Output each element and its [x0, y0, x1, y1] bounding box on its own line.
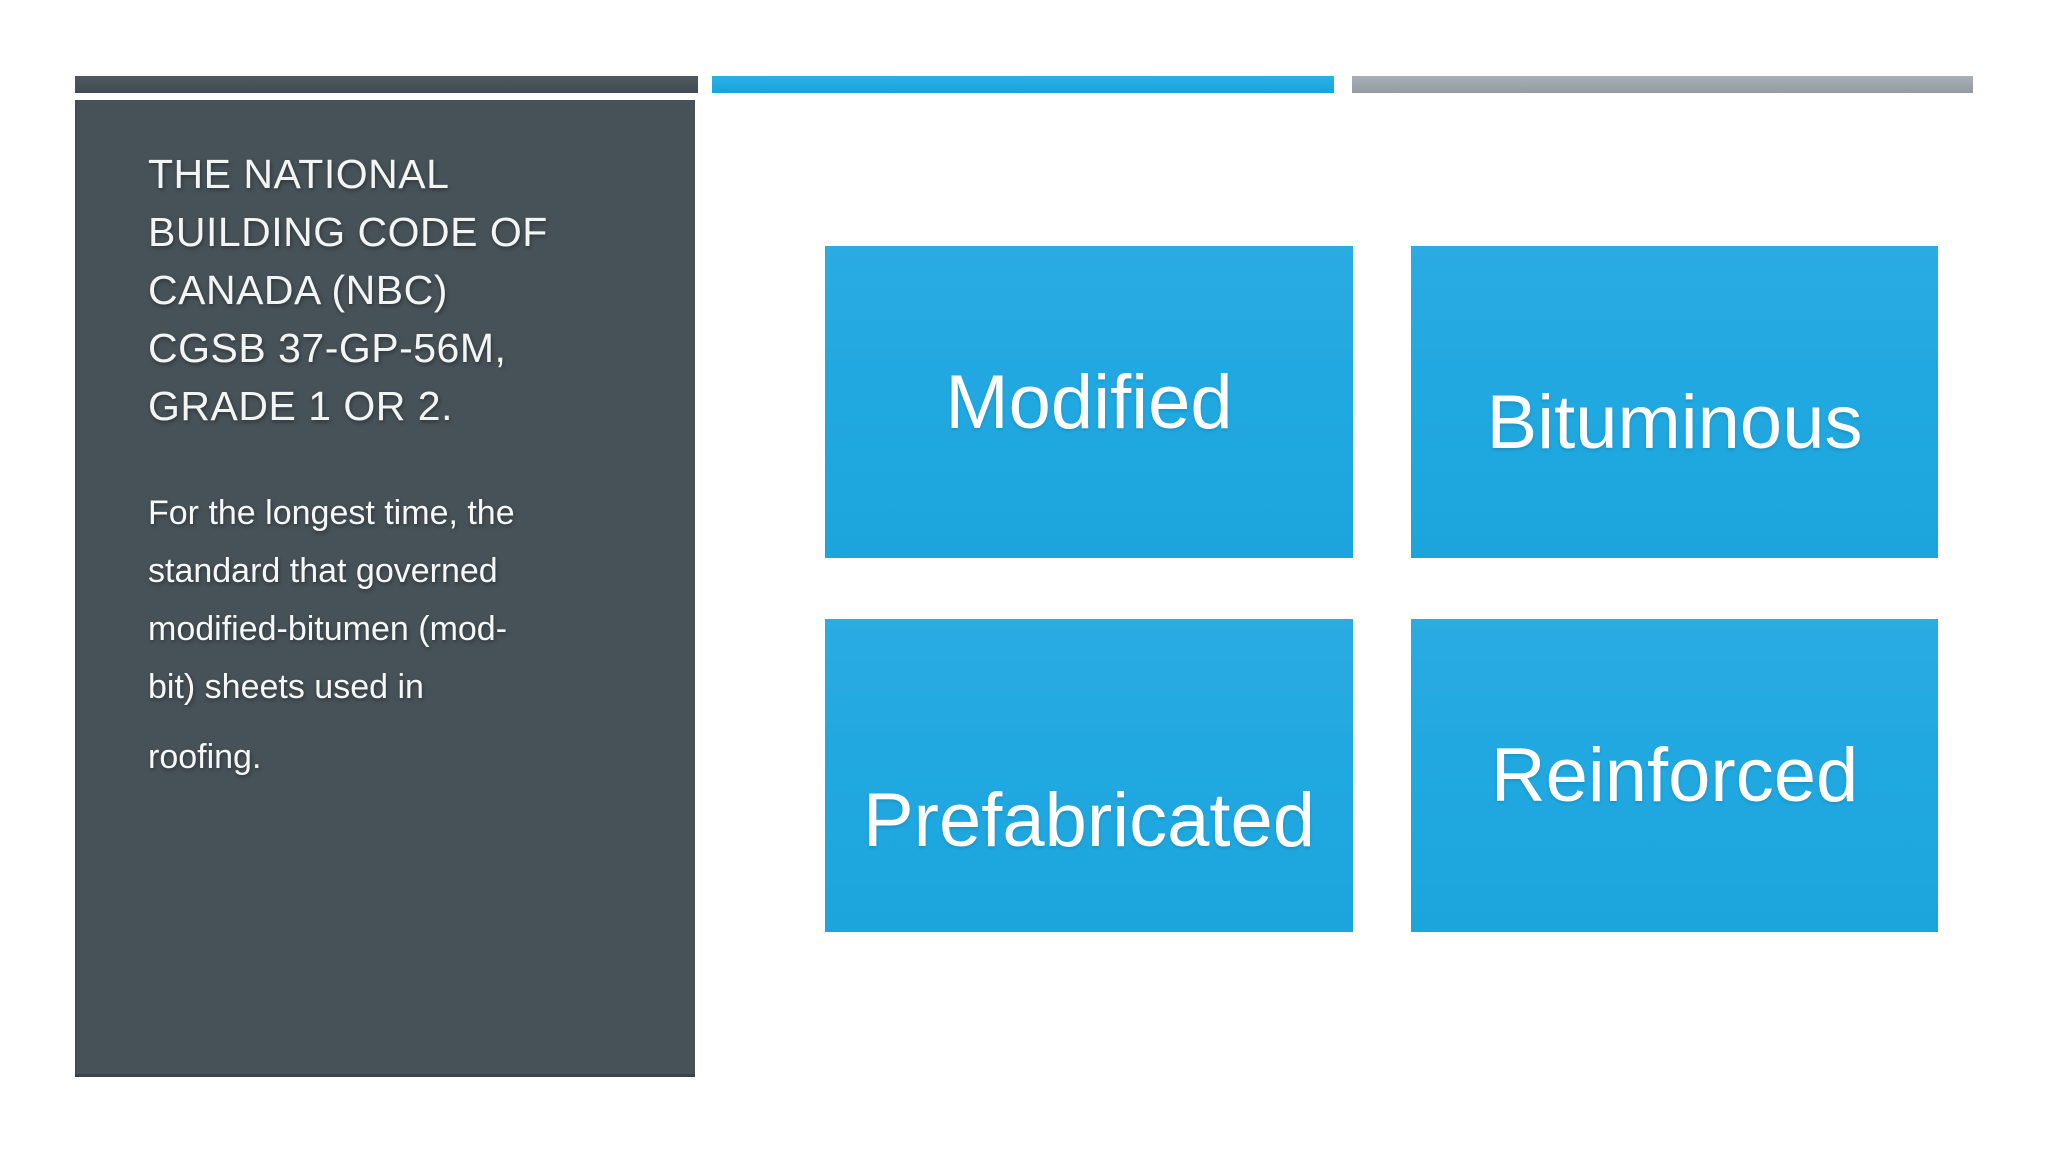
title-line: GRADE 1 OR 2. [148, 383, 453, 429]
body-line: standard that governed [148, 552, 498, 590]
slide-body-text: For the longest time, the standard that … [148, 484, 640, 786]
tile-modified-label: Modified [945, 359, 1233, 445]
body-line: For the longest time, the [148, 494, 515, 532]
accent-bar-blue [712, 76, 1334, 93]
tile-bituminous-label: Bituminous [1486, 379, 1863, 465]
title-line: CANADA (NBC) [148, 267, 448, 313]
title-line: BUILDING CODE OF [148, 209, 548, 255]
title-line: THE NATIONAL [148, 151, 450, 197]
tile-bituminous: Bituminous [1411, 246, 1938, 558]
tile-reinforced-label: Reinforced [1490, 733, 1859, 818]
accent-bar-gray [1352, 76, 1973, 93]
body-line: roofing. [148, 738, 262, 776]
tile-reinforced: Reinforced [1411, 619, 1938, 932]
body-line: modified-bitumen (mod- [148, 610, 508, 648]
title-panel: THE NATIONAL BUILDING CODE OF CANADA (NB… [75, 100, 695, 1077]
tile-prefabricated-label: Prefabricated [862, 778, 1316, 863]
tile-prefabricated: Prefabricated [825, 619, 1353, 932]
tile-modified: Modified [825, 246, 1353, 558]
title-line: CGSB 37-GP-56M, [148, 325, 507, 371]
accent-bar-slate [75, 76, 698, 93]
slide-title: THE NATIONAL BUILDING CODE OF CANADA (NB… [148, 145, 640, 435]
body-line: bit) sheets used in [148, 668, 424, 706]
